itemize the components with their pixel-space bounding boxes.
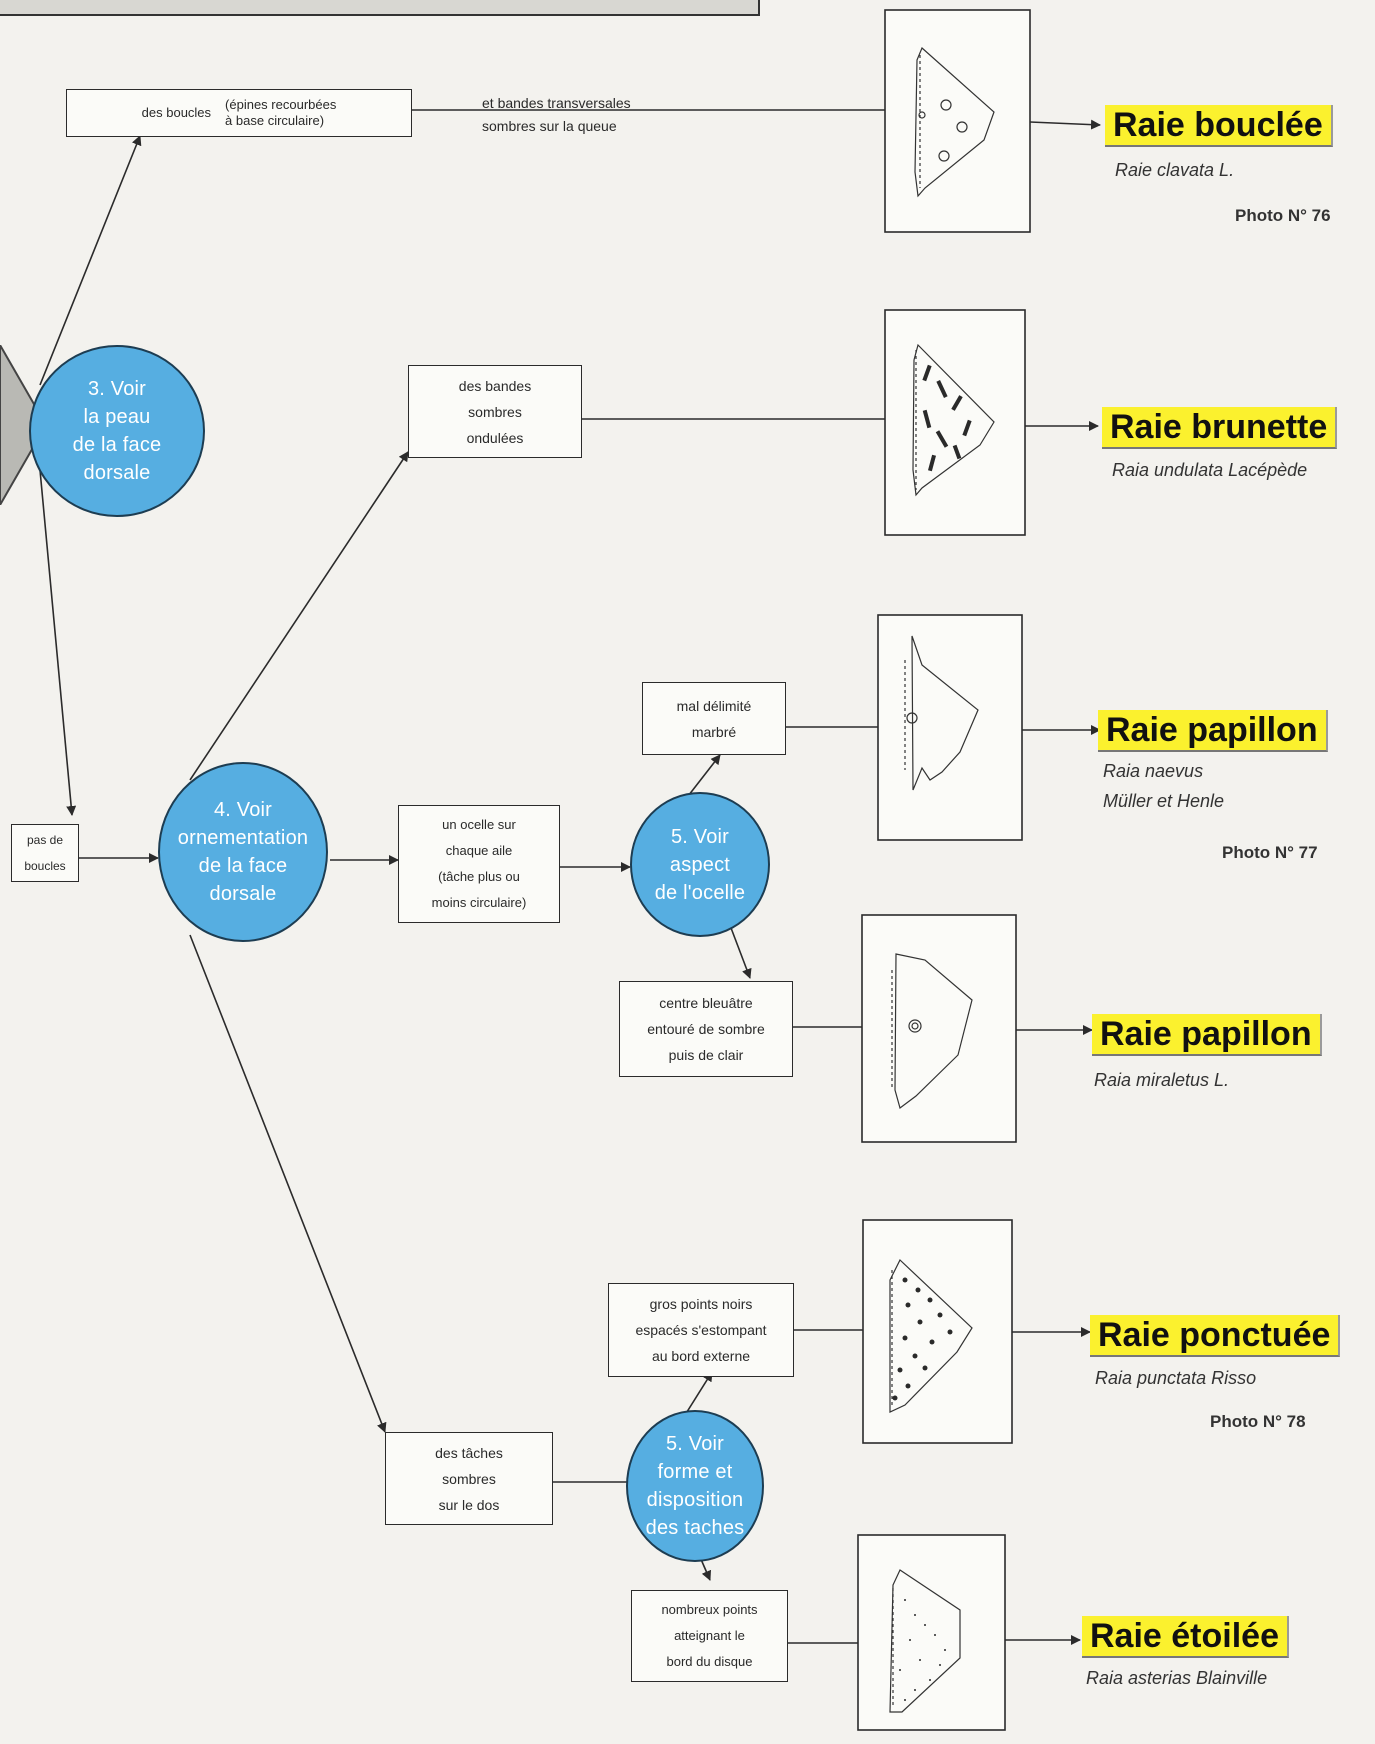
transversales-text: et bandes transversales sombres sur la q… — [482, 95, 631, 134]
photo-reference: Photo N° 78 — [1210, 1412, 1306, 1431]
boucles-box: des boucles (épines recourbées à base ci… — [66, 89, 412, 137]
species-latin: Raia asterias Blainville — [1086, 1668, 1268, 1688]
photo-reference: Photo N° 76 — [1235, 206, 1331, 225]
species-name: Raie étoilée — [1082, 1616, 1289, 1658]
species-name: Raie papillon — [1098, 710, 1328, 752]
ray-drawing-frame — [857, 1534, 1006, 1731]
ray-drawing-frame — [861, 914, 1017, 1143]
photo-reference: Photo N° 77 — [1222, 843, 1318, 862]
species-name: Raie brunette — [1102, 407, 1338, 449]
boucles-note: (épines recourbées à base circulaire) — [225, 97, 337, 128]
species-latin: Raia undulata Lacépède — [1112, 460, 1308, 480]
arrow-pointer-icon — [0, 345, 48, 505]
ray-drawing-frame — [884, 309, 1026, 536]
ray-drawing-frame — [877, 614, 1023, 841]
boucles-label: des boucles — [141, 105, 212, 120]
species-name: Raie papillon — [1092, 1014, 1322, 1056]
species-latin: Raie clavata L. — [1115, 160, 1235, 180]
species-name: Raie ponctuée — [1090, 1315, 1341, 1357]
header-bar — [0, 0, 760, 16]
species-name: Raie bouclée — [1105, 105, 1333, 147]
species-latin: Raia naevus Müller et Henle — [1103, 761, 1225, 811]
ray-drawing-frame — [862, 1219, 1013, 1444]
ray-drawing-frame — [884, 9, 1031, 233]
species-latin: Raia miraletus L. — [1094, 1070, 1230, 1090]
species-latin: Raia punctata Risso — [1095, 1368, 1257, 1388]
